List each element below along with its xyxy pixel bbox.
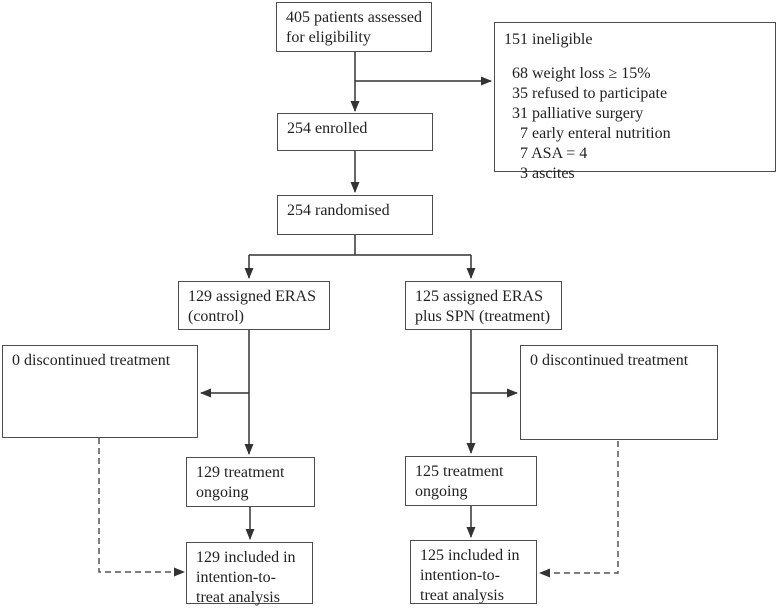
ineligible-reason-line: 68 weight loss ≥ 15%: [504, 65, 651, 82]
ineligible-reason-line: 35 refused to participate: [504, 85, 668, 102]
box-assessed-for-eligibility: 405 patients assessed for eligibility: [276, 2, 432, 52]
box-randomised-label: 254 randomised: [287, 202, 390, 219]
box-enrolled-label: 254 enrolled: [287, 120, 368, 137]
box-enrolled: 254 enrolled: [277, 113, 433, 151]
box-discontinued-control: 0 discontinued treatment: [2, 345, 198, 438]
ineligible-total-line: 151 ineligible: [504, 31, 593, 48]
box-itt-analysis-control-label: 129 included in intention-to-treat analy…: [196, 549, 296, 606]
box-discontinued-control-label: 0 discontinued treatment: [12, 352, 171, 369]
ineligible-reason-line: 7 early enteral nutrition: [504, 125, 671, 142]
box-assessed-for-eligibility-label: 405 patients assessed for eligibility: [286, 9, 422, 46]
box-randomised: 254 randomised: [277, 195, 433, 235]
box-assigned-eras-spn-treatment-label: 125 assigned ERAS plus SPN (treatment): [415, 288, 551, 325]
dashed-arrow-discontinued-treatment-to-itt: [539, 441, 619, 578]
box-assigned-eras-control-label: 129 assigned ERAS (control): [188, 288, 316, 325]
dashed-arrow-discontinued-control-to-itt: [98, 438, 185, 577]
box-treatment-ongoing-control: 129 treatment ongoing: [186, 457, 315, 507]
box-discontinued-treatment: 0 discontinued treatment: [520, 345, 718, 440]
box-itt-analysis-treatment-label: 125 included in intention-to-treat analy…: [420, 547, 520, 604]
ineligible-reason-line: 7 ASA = 4: [504, 145, 588, 162]
box-assigned-eras-control: 129 assigned ERAS (control): [178, 281, 330, 330]
box-treatment-ongoing-treatment-label: 125 treatment ongoing: [415, 463, 504, 500]
box-treatment-ongoing-treatment: 125 treatment ongoing: [405, 456, 537, 506]
box-treatment-ongoing-control-label: 129 treatment ongoing: [196, 464, 285, 501]
ineligible-reason-line: 31 palliative surgery: [504, 105, 644, 122]
box-ineligible: 151 ineligible 68 weight loss ≥ 15% 35 r…: [494, 22, 776, 182]
box-discontinued-treatment-label: 0 discontinued treatment: [530, 352, 689, 369]
box-itt-analysis-control: 129 included in intention-to-treat analy…: [186, 542, 313, 606]
ineligible-reason-line: 3 ascites: [504, 165, 575, 182]
box-assigned-eras-spn-treatment: 125 assigned ERAS plus SPN (treatment): [405, 281, 562, 330]
box-itt-analysis-treatment: 125 included in intention-to-treat analy…: [410, 540, 537, 604]
